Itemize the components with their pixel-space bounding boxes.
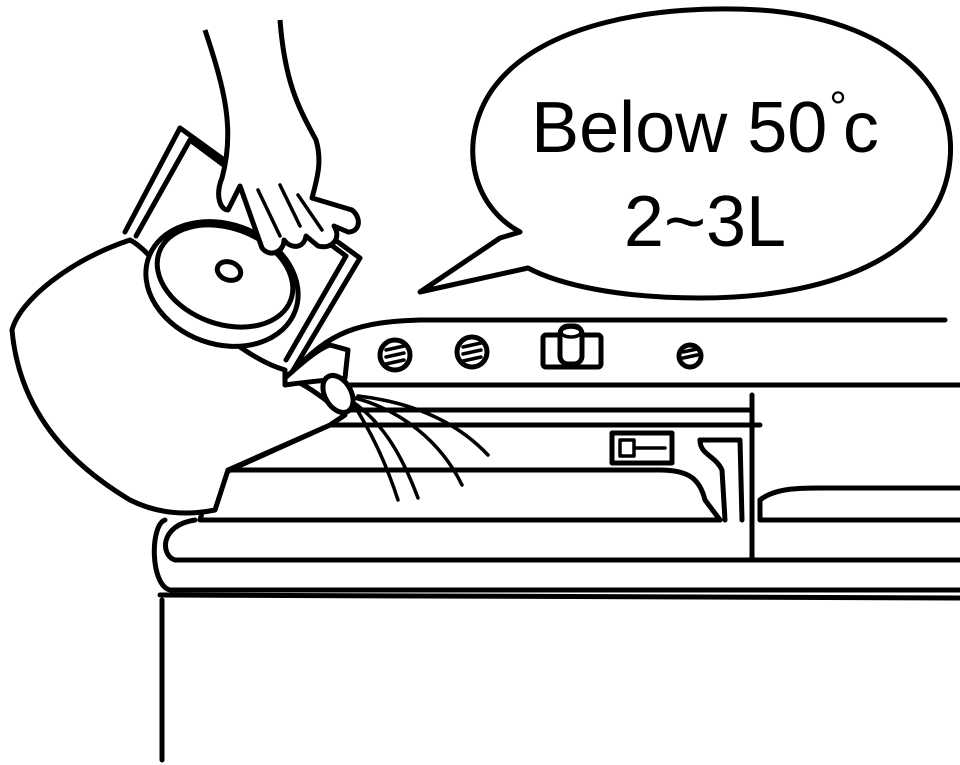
button-icon [543,326,601,367]
knob-icon [380,340,410,370]
knob-icon [679,345,701,367]
temperature-limit-text: Below 50 [531,88,827,168]
temperature-limit-label: Below 50°c [470,92,940,164]
hand-icon [205,20,358,253]
knob-icon [457,337,487,367]
temperature-unit: c [843,88,879,168]
degree-symbol: ° [829,83,847,132]
counter [154,520,960,760]
water-volume-label: 2~3L [470,186,940,258]
switch-icon [612,433,672,463]
